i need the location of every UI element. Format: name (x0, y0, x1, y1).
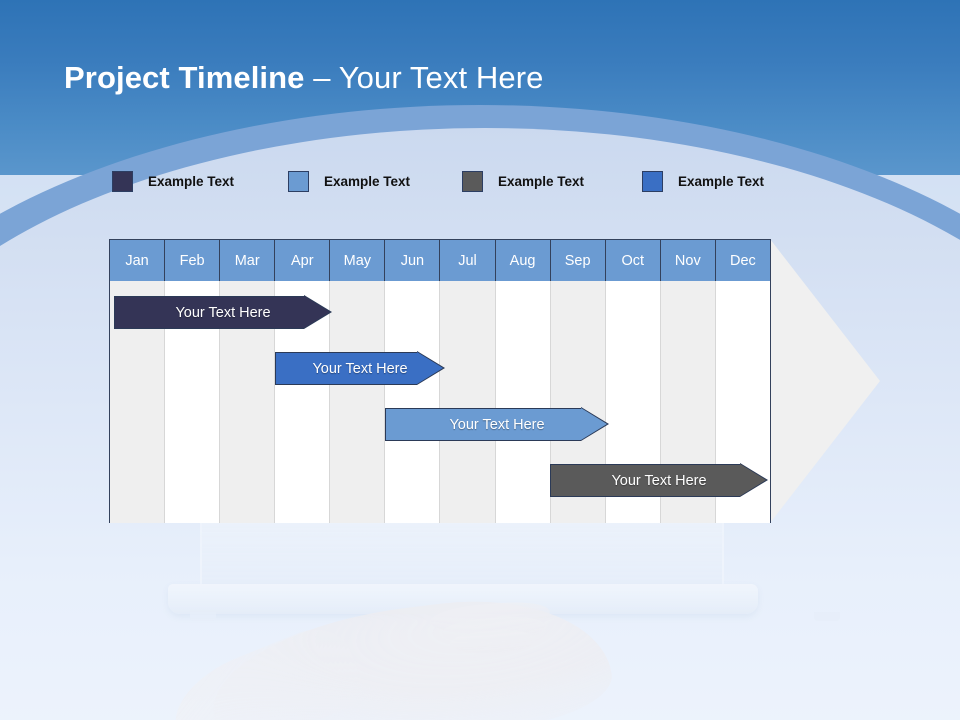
month-header-mar[interactable]: Mar (220, 240, 276, 281)
laptop-base-shape (168, 584, 758, 614)
task-bar-label: Your Text Here (175, 304, 271, 321)
month-header-jun[interactable]: Jun (385, 240, 441, 281)
timeline-column-jun[interactable] (385, 281, 441, 523)
page-title: Project Timeline – Your Text Here (64, 60, 543, 96)
task-bar-tip (740, 464, 766, 496)
task-bar-2[interactable]: Your Text Here (385, 407, 609, 441)
month-header-feb[interactable]: Feb (165, 240, 221, 281)
task-bar-tip (417, 352, 443, 384)
hand-holding-laptop-image (150, 500, 870, 720)
task-bar-tip (581, 408, 607, 440)
month-header-may[interactable]: May (330, 240, 386, 281)
legend-item-2[interactable]: Example Text (462, 168, 584, 194)
legend: Example Text Example Text Example Text Exam… (112, 168, 872, 196)
task-bar-body (114, 296, 304, 329)
laptop-foot-left (190, 612, 216, 621)
month-header-dec[interactable]: Dec (730, 252, 756, 269)
task-bar-1[interactable]: Your Text Here (275, 351, 445, 385)
task-bar-body (275, 352, 417, 385)
timeline-column-jul[interactable] (440, 281, 496, 523)
legend-swatch-icon (642, 170, 663, 192)
task-bar-tip (304, 296, 330, 328)
legend-item-label: Example Text (148, 173, 235, 189)
legend-item-label: Example Text (678, 173, 765, 189)
task-bar-label: Your Text Here (611, 472, 707, 489)
month-header-apr[interactable]: Apr (275, 240, 331, 281)
task-bar-label: Your Text Here (312, 360, 408, 377)
legend-item-label: Example Text (324, 173, 411, 189)
legend-swatch-icon (462, 170, 483, 192)
timeline-column-may[interactable] (330, 281, 386, 523)
legend-swatch-icon (288, 170, 309, 192)
month-header-sep[interactable]: Sep (551, 240, 606, 281)
timeline-arrowhead (770, 239, 880, 523)
legend-swatch-icon (112, 170, 133, 192)
task-bar-body (550, 464, 740, 497)
legend-item-label: Example Text (498, 173, 585, 189)
legend-item-0[interactable]: Example Text (112, 168, 234, 194)
timeline-column-aug[interactable] (495, 281, 551, 523)
laptop-foot-right (814, 612, 840, 621)
month-header-jan[interactable]: Jan (110, 240, 166, 281)
month-header-nov[interactable]: Nov (661, 240, 716, 281)
legend-item-3[interactable]: Example Text (642, 168, 764, 194)
month-header-oct[interactable]: Oct (606, 240, 661, 281)
legend-item-1[interactable]: Example Text (288, 168, 410, 194)
month-header-jul[interactable]: Jul (440, 240, 496, 281)
timeline-grid-body (110, 281, 770, 523)
task-bar-3[interactable]: Your Text Here (550, 463, 768, 497)
page-title-rest: – Your Text Here (304, 60, 544, 95)
month-header-aug[interactable]: Aug (496, 240, 551, 281)
task-bar-body (385, 408, 581, 441)
task-bar-0[interactable]: Your Text Here (114, 295, 332, 329)
page-title-bold: Project Timeline (64, 60, 305, 95)
task-bar-label: Your Text Here (449, 416, 545, 433)
